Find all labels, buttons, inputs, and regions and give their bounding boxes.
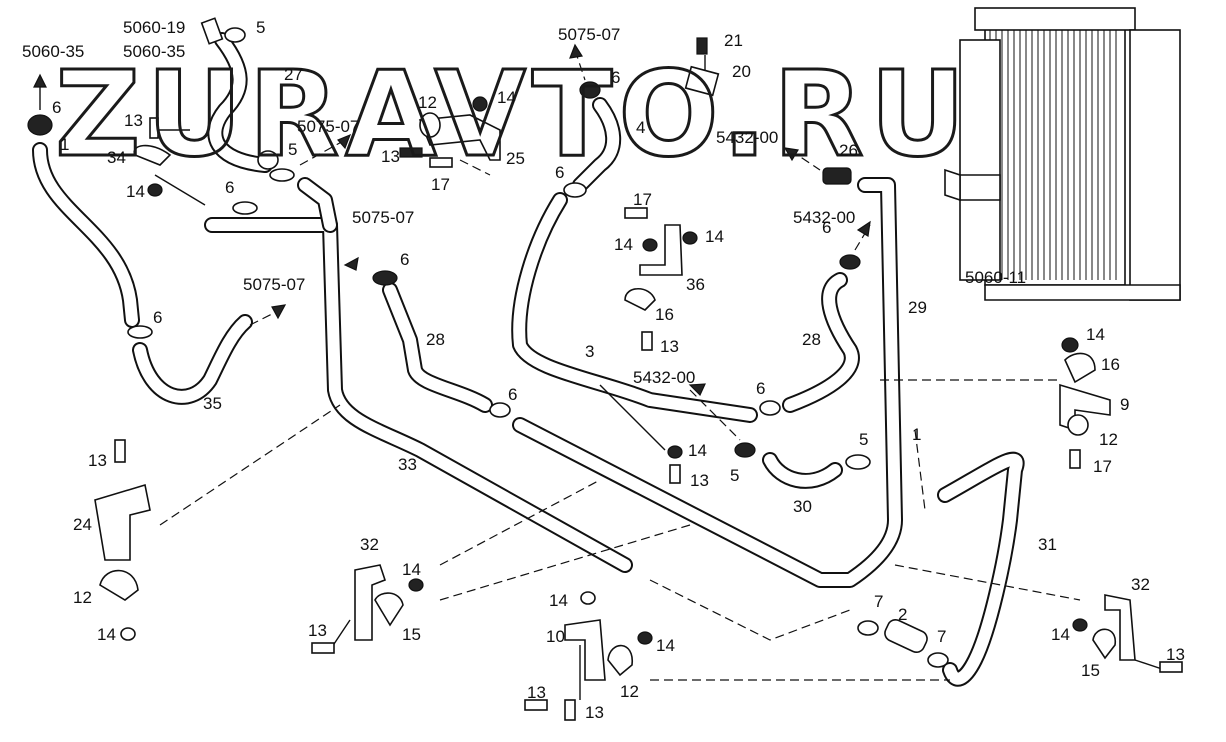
part-label: 6	[611, 68, 620, 87]
part-label: 12	[620, 682, 639, 701]
part-label: 17	[633, 190, 652, 209]
part-label: 6	[225, 178, 234, 197]
part-label: 29	[908, 298, 927, 317]
part-label: 34	[107, 148, 126, 167]
part-label: 7	[874, 592, 883, 611]
ref-5060-35-left: 5060-35	[22, 42, 84, 61]
part-label: 25	[506, 149, 525, 168]
ref-5075-07-top: 5075-07	[297, 117, 359, 136]
part-label: 16	[1101, 355, 1120, 374]
part-label: 6	[153, 308, 162, 327]
ref-5075-07-left: 5075-07	[243, 275, 305, 294]
part-label: 6	[555, 163, 564, 182]
part-label: 9	[1120, 395, 1129, 414]
part-label: 35	[203, 394, 222, 413]
part-label: 26	[839, 141, 858, 160]
part-label: 14	[656, 636, 675, 655]
part-label: 6	[508, 385, 517, 404]
leader-lines	[39, 49, 1166, 700]
watermark: ZURAVTO.RU	[55, 45, 972, 183]
part-label: 12	[418, 93, 437, 112]
fittings	[27, 17, 1183, 721]
part-label: 6	[756, 379, 765, 398]
part-label: 10	[546, 627, 565, 646]
part-label: 13	[660, 337, 679, 356]
part-label: 17	[431, 175, 450, 194]
part-label: 16	[655, 305, 674, 324]
part-label: 12	[73, 588, 92, 607]
part-label: 7	[937, 627, 946, 646]
part-label: 13	[527, 683, 546, 702]
part-labels: 5 27 6 1 13 34 14 6 5 12 14 13 17 25 21 …	[52, 18, 1185, 722]
part-label: 13	[124, 111, 143, 130]
ref-5060-35: 5060-35	[123, 42, 185, 61]
ref-5060-11: 5060-11	[965, 268, 1026, 287]
part-label: 32	[1131, 575, 1150, 594]
part-label: 14	[688, 441, 707, 460]
part-label: 6	[52, 98, 61, 117]
direction-arrows	[33, 43, 871, 397]
ref-5432-00-top: 5432-00	[716, 128, 778, 147]
part-label: 3	[585, 342, 594, 361]
part-label: 6	[822, 218, 831, 237]
part-label: 15	[402, 625, 421, 644]
part-label: 6	[400, 250, 409, 269]
ref-5060-19: 5060-19	[123, 18, 185, 37]
part-label: 17	[1093, 457, 1112, 476]
hoses	[32, 32, 1025, 687]
part-label: 14	[402, 560, 421, 579]
ref-5075-07-mid: 5075-07	[352, 208, 414, 227]
part-label: 5	[288, 140, 297, 159]
part-label: 14	[1051, 625, 1070, 644]
pipe-2	[884, 618, 928, 654]
ref-5432-00-right: 5432-00	[793, 208, 855, 227]
part-label: 5	[256, 18, 265, 37]
part-label: 14	[705, 227, 724, 246]
part-label: 24	[73, 515, 92, 534]
part-label: 33	[398, 455, 417, 474]
part-label: 12	[1099, 430, 1118, 449]
part-label: 27	[284, 65, 303, 84]
part-label: 1	[60, 135, 69, 154]
part-label: 13	[308, 621, 327, 640]
reference-labels: 5060-19 5060-35 5060-35 5075-07 5075-07 …	[22, 18, 1026, 387]
radiator-illustration	[944, 7, 1181, 301]
part-label: 14	[549, 591, 568, 610]
ref-5432-00-mid: 5432-00	[633, 368, 695, 387]
part-label: 21	[724, 31, 743, 50]
part-label: 14	[614, 235, 633, 254]
part-label: 15	[1081, 661, 1100, 680]
part-label: 14	[1086, 325, 1105, 344]
part-label: 13	[88, 451, 107, 470]
part-label: 14	[126, 182, 145, 201]
part-label: 13	[381, 147, 400, 166]
part-label: 14	[97, 625, 116, 644]
part-label: 13	[690, 471, 709, 490]
part-label: 13	[585, 703, 604, 722]
part-label: 14	[497, 88, 516, 107]
part-label: 36	[686, 275, 705, 294]
part-label: 28	[426, 330, 445, 349]
part-label: 2	[898, 605, 907, 624]
part-label: 31	[1038, 535, 1057, 554]
part-label: 13	[1166, 645, 1185, 664]
part-label: 5	[859, 430, 868, 449]
part-label: 4	[636, 118, 645, 137]
part-label: 32	[360, 535, 379, 554]
part-label: 28	[802, 330, 821, 349]
ref-5075-07-upper: 5075-07	[558, 25, 620, 44]
part-label: 1	[912, 425, 921, 444]
part-label: 30	[793, 497, 812, 516]
part-label: 20	[732, 62, 751, 81]
part-label: 5	[730, 466, 739, 485]
